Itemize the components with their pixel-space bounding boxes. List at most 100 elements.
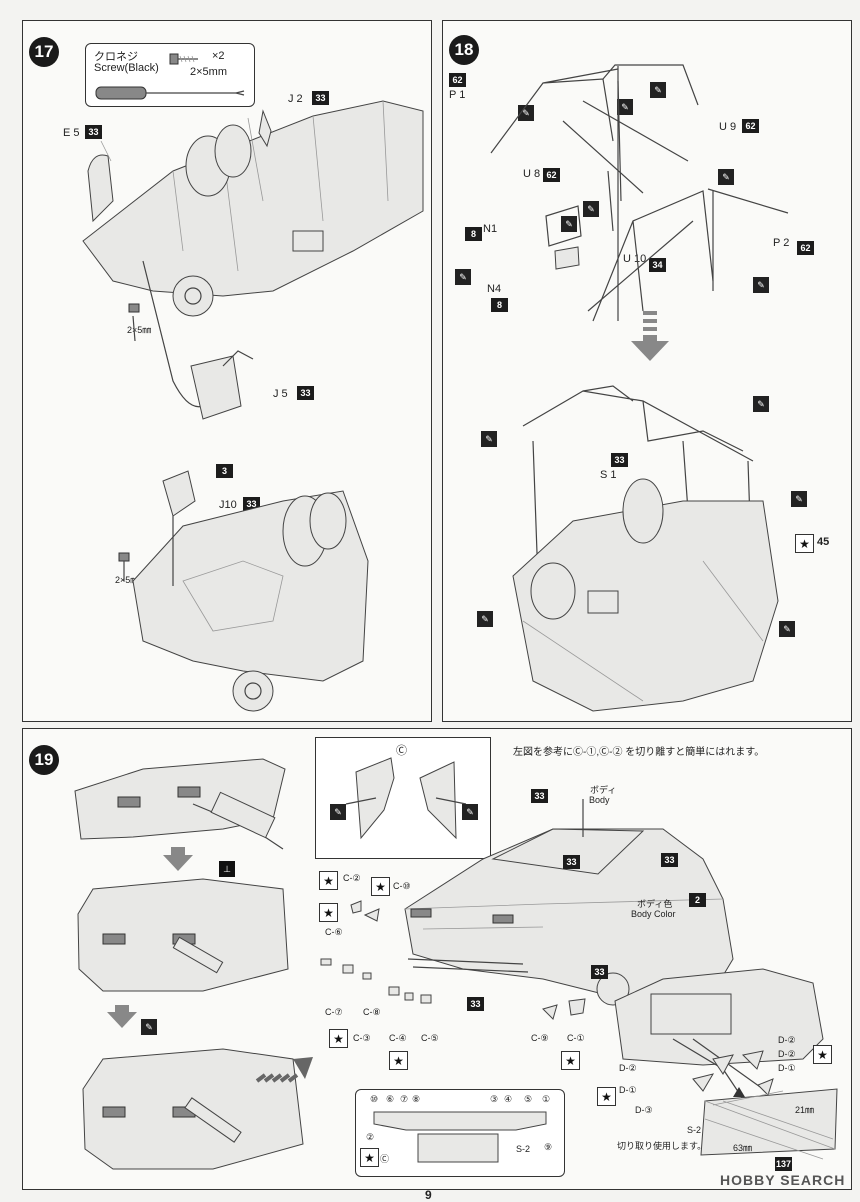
mesh-height-label: 21㎜: [795, 1105, 815, 1115]
part-j10-label: J10: [219, 499, 237, 511]
color-grille-badge: 33: [591, 965, 608, 979]
decal-d2-label-a: D-②: [778, 1035, 796, 1045]
cement-icon: ✎: [753, 277, 769, 293]
watermark: HOBBY SEARCH: [720, 1172, 846, 1188]
decal-c5-label: C-⑤: [421, 1033, 439, 1043]
small-decal-pieces: [320, 900, 586, 1020]
grille-sanding-illustration: [74, 758, 304, 1170]
part-j5-label: J 5: [273, 388, 288, 400]
file-tool-icon: ⊥: [219, 861, 235, 877]
cement-icon: ✎: [617, 99, 633, 115]
color-e5-badge: 33: [85, 125, 102, 139]
color-hood-badge: 33: [563, 855, 580, 869]
cement-icon: ✎: [583, 201, 599, 217]
cement-icon: ✎: [753, 396, 769, 412]
color-mesh-badge: 137: [775, 1157, 793, 1171]
cement-icon: ✎: [477, 611, 493, 627]
part-p1-label: P 1: [449, 89, 466, 101]
screw-icon: [169, 53, 198, 65]
color-u10-badge: 34: [649, 258, 666, 272]
star-mark-icon: ★: [371, 877, 390, 896]
cement-icon: ✎: [330, 804, 346, 820]
sheet-label: ⑤: [524, 1094, 533, 1104]
color-body-badge: 33: [531, 789, 548, 803]
decal-c2-label: C-②: [343, 873, 361, 883]
cement-icon: ✎: [561, 216, 577, 232]
roll-cage-exploded-illustration: [490, 64, 789, 712]
star-mark-icon: ★: [597, 1087, 616, 1106]
color-j5-badge: 33: [297, 386, 314, 400]
step-18-panel: 18 62 P 1 U 9 62 U 8 62 N1 8 N4 8 P 2 62…: [442, 20, 852, 722]
detail-c-box: Ⓒ ① ② ✎ ✎: [315, 737, 491, 859]
body-color-label-jp: ボディ色: [637, 899, 673, 909]
decal-d1-label-b: D-①: [619, 1085, 637, 1095]
cement-icon: ✎: [779, 621, 795, 637]
decal-sheet: ⑩ ⑥ ⑦ ⑧ ③ ④ ⑤ ① ② ★ Ⓒ S-2 ⑨: [355, 1089, 565, 1177]
decal-c4-label: C-④: [389, 1033, 407, 1043]
star-45-badge: ★: [795, 534, 814, 553]
cement-icon: ✎: [455, 269, 471, 285]
color-s1-badge: 33: [611, 453, 628, 467]
cement-icon: ✎: [481, 431, 497, 447]
color-j10-top-badge: 3: [216, 464, 233, 478]
page-number: 9: [425, 1188, 432, 1202]
decal-c3-label: C-③: [353, 1033, 371, 1043]
bumper-exploded-illustration: [614, 968, 838, 1160]
star-mark-icon: ★: [319, 871, 338, 890]
screw-size: 2×5mm: [190, 66, 227, 78]
sheet-label: ⑥: [386, 1094, 395, 1104]
detail-c-letter: Ⓒ: [396, 745, 407, 757]
screw-qty: ×2: [212, 50, 225, 62]
cement-icon: ✎: [650, 82, 666, 98]
decal-c9-label: C-⑨: [531, 1033, 549, 1043]
color-side-badge: 33: [661, 853, 678, 867]
screwdriver-icon: [95, 86, 245, 100]
color-p2-badge: 62: [797, 241, 814, 255]
step-19-number: 19: [29, 745, 59, 775]
decal-c1-label: C-①: [567, 1033, 585, 1043]
detail-c-pieces: [345, 757, 467, 840]
screw-size-callout-1: 2×5㎜: [127, 325, 152, 335]
star-mark-icon: ★: [561, 1051, 580, 1070]
part-j2-label: J 2: [288, 93, 303, 105]
chassis-illustration-lower: [118, 470, 369, 712]
decal-c8-label: C-⑧: [363, 1007, 381, 1017]
cement-icon: ✎: [518, 105, 534, 121]
decal-d3-label: D-③: [635, 1105, 653, 1115]
color-n4-badge: 8: [491, 298, 508, 312]
sheet-label-b: ⑨: [544, 1142, 553, 1152]
screw-en-label: Screw(Black): [94, 62, 159, 74]
color-lower-badge: 33: [467, 997, 484, 1011]
star-45-number: 45: [817, 536, 830, 548]
star-mark-icon: ★: [360, 1148, 379, 1167]
part-u10-label: U 10: [623, 253, 647, 265]
sheet-label: ⑧: [412, 1094, 421, 1104]
star-mark-icon: ★: [329, 1029, 348, 1048]
car-body-illustration: [404, 799, 734, 1010]
sheet-label-a: ②: [366, 1132, 375, 1142]
step-19-panel: 19 ⊥ ✎ Ⓒ ① ② ✎ ✎ 左図を参: [22, 728, 852, 1190]
decal-c6-label: C-⑥: [325, 927, 343, 937]
part-n4-label: N4: [487, 283, 502, 295]
color-bodycolor-badge: 2: [689, 893, 706, 907]
step-17-panel: 17 クロネジ Screw(Black) ×2 2×5mm J 2 33 E 5…: [22, 20, 432, 722]
body-label-jp: ボディ: [590, 785, 617, 795]
part-u8-label: U 8: [523, 168, 541, 180]
decal-d1-label-a: D-①: [778, 1063, 796, 1073]
mesh-width-label: 63㎜: [733, 1143, 753, 1153]
part-n1-label: N1: [483, 223, 498, 235]
mesh-cut-note: 切り取り使用します。: [617, 1141, 707, 1151]
decal-c10-label: C-⑩: [393, 881, 411, 891]
sheet-label-s2: S-2: [516, 1144, 531, 1154]
body-label-en: Body: [589, 795, 610, 805]
next-arrow-icon: [255, 1057, 313, 1083]
decal-d2-label-c: D-②: [619, 1063, 637, 1073]
color-p1-badge: 62: [449, 73, 466, 87]
step-17-number: 17: [29, 37, 59, 67]
sheet-label: ③: [490, 1094, 499, 1104]
color-u9-badge: 62: [742, 119, 759, 133]
decal-d2-label-b: D-②: [778, 1049, 796, 1059]
screw-jp-label: クロネジ: [94, 51, 138, 63]
color-u8-badge: 62: [543, 168, 560, 182]
sheet-label: ①: [542, 1094, 551, 1104]
